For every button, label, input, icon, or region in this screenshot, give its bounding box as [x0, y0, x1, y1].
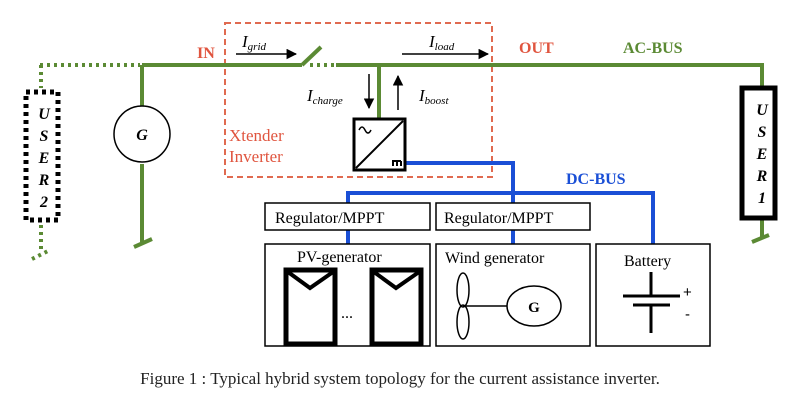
- battery-symbol-icon: [623, 272, 680, 333]
- user2-label: U S E R 2: [38, 106, 52, 211]
- svg-text:2: 2: [39, 194, 48, 211]
- pv-generator-label: PV-generator: [297, 249, 382, 266]
- pv-panel-icon: [369, 267, 424, 347]
- svg-text:E: E: [756, 146, 768, 163]
- grid-generator: [113, 105, 171, 163]
- wind-generator-g: G: [528, 300, 540, 316]
- xtender-label-line2: Inverter: [229, 147, 283, 166]
- dc-symbol-icon: [392, 160, 402, 166]
- svg-text:R: R: [756, 168, 768, 185]
- xtender-inverter-box: [224, 22, 493, 178]
- wind-turbine-icon: [456, 272, 508, 340]
- in-label: IN: [197, 45, 215, 62]
- regulator-1-label: Regulator/MPPT: [275, 210, 385, 227]
- i-boost-label: Iboost: [418, 86, 449, 107]
- ac-bus-label: AC-BUS: [623, 40, 683, 57]
- svg-text:E: E: [38, 150, 50, 167]
- figure-caption: Figure 1 : Typical hybrid system topolog…: [140, 369, 660, 388]
- wind-generator-label: Wind generator: [445, 250, 545, 267]
- user1-box: [739, 85, 778, 221]
- dc-bus: [346, 161, 655, 245]
- battery-minus: -: [685, 306, 690, 323]
- pv-ellipsis: ...: [341, 305, 353, 322]
- wind-generator-circle: [506, 285, 562, 327]
- svg-text:S: S: [758, 124, 767, 141]
- svg-text:U: U: [38, 106, 51, 123]
- ac-sine-icon: [358, 126, 372, 134]
- user2-box: [23, 89, 61, 223]
- regulator-2-label: Regulator/MPPT: [444, 210, 554, 227]
- regulator-2-box: [435, 202, 591, 231]
- pv-generator-box: [264, 243, 431, 347]
- svg-text:1: 1: [758, 190, 766, 207]
- dc-bus-label: DC-BUS: [566, 171, 626, 188]
- inverter-symbol: [352, 117, 407, 172]
- ac-bus: [133, 63, 770, 249]
- i-charge-label: Icharge: [306, 86, 343, 107]
- svg-text:S: S: [40, 128, 49, 145]
- out-label: OUT: [519, 40, 554, 57]
- ac-bus-dotted: [31, 63, 334, 261]
- regulator-1-box: [264, 202, 431, 231]
- i-load-label: Iload: [428, 32, 455, 53]
- battery-label: Battery: [624, 253, 671, 270]
- grid-generator-label: G: [136, 127, 148, 144]
- i-grid-label: Igrid: [241, 32, 267, 53]
- xtender-label-line1: Xtender: [229, 126, 284, 145]
- user1-label: U S E R 1: [756, 102, 770, 207]
- svg-text:U: U: [756, 102, 769, 119]
- svg-text:R: R: [38, 172, 50, 189]
- battery-plus: +: [683, 284, 692, 301]
- pv-panel-icon: [283, 267, 338, 347]
- grid-switch: [300, 45, 323, 67]
